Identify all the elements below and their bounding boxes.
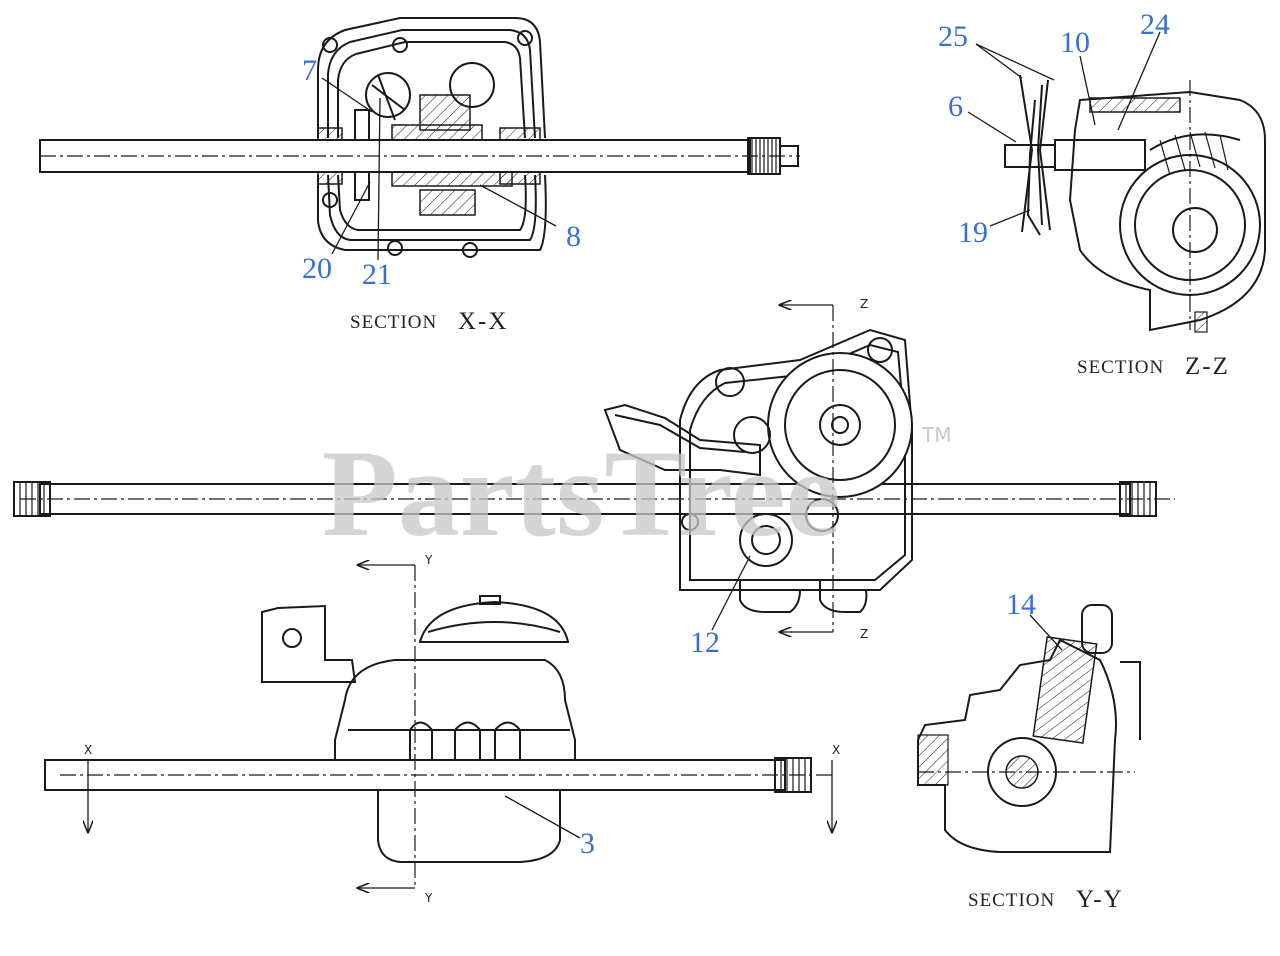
trademark-symbol: TM — [921, 423, 951, 447]
callout-24[interactable]: 24 — [1140, 8, 1170, 41]
axis-z-top: Z — [860, 297, 868, 311]
axis-x-right: X — [832, 743, 840, 757]
callout-3[interactable]: 3 — [580, 827, 595, 860]
section-xx-view — [39, 17, 800, 258]
section-yy-letters: Y-Y — [1076, 886, 1124, 913]
callout-6[interactable]: 6 — [948, 90, 963, 123]
callout-12[interactable]: 12 — [690, 626, 720, 659]
axis-z-bottom: Z — [860, 627, 868, 641]
callout-leaders — [321, 31, 1161, 839]
transmission-front-view — [44, 565, 835, 888]
callout-20[interactable]: 20 — [302, 252, 332, 285]
transmission-top-view — [13, 305, 1175, 632]
axis-y-bottom: Y — [424, 891, 433, 905]
section-zz-letters: Z-Z — [1185, 353, 1230, 380]
section-zz-view — [1004, 74, 1266, 333]
callout-8[interactable]: 8 — [566, 220, 581, 253]
callout-21[interactable]: 21 — [362, 258, 392, 291]
section-zz-word: SECTION — [1077, 357, 1164, 378]
callout-7[interactable]: 7 — [302, 54, 317, 87]
partstree-watermark: PartsTree — [322, 425, 841, 562]
section-xx-letters: X-X — [458, 308, 508, 335]
callout-10[interactable]: 10 — [1060, 26, 1090, 59]
callout-25[interactable]: 25 — [938, 20, 968, 53]
section-yy-word: SECTION — [968, 890, 1055, 911]
callout-19[interactable]: 19 — [958, 216, 988, 249]
section-xx-word: SECTION — [350, 312, 437, 333]
section-yy-view — [917, 604, 1141, 853]
axis-y-top: Y — [424, 553, 433, 567]
callout-14[interactable]: 14 — [1006, 588, 1036, 621]
axis-x-left: X — [84, 743, 92, 757]
